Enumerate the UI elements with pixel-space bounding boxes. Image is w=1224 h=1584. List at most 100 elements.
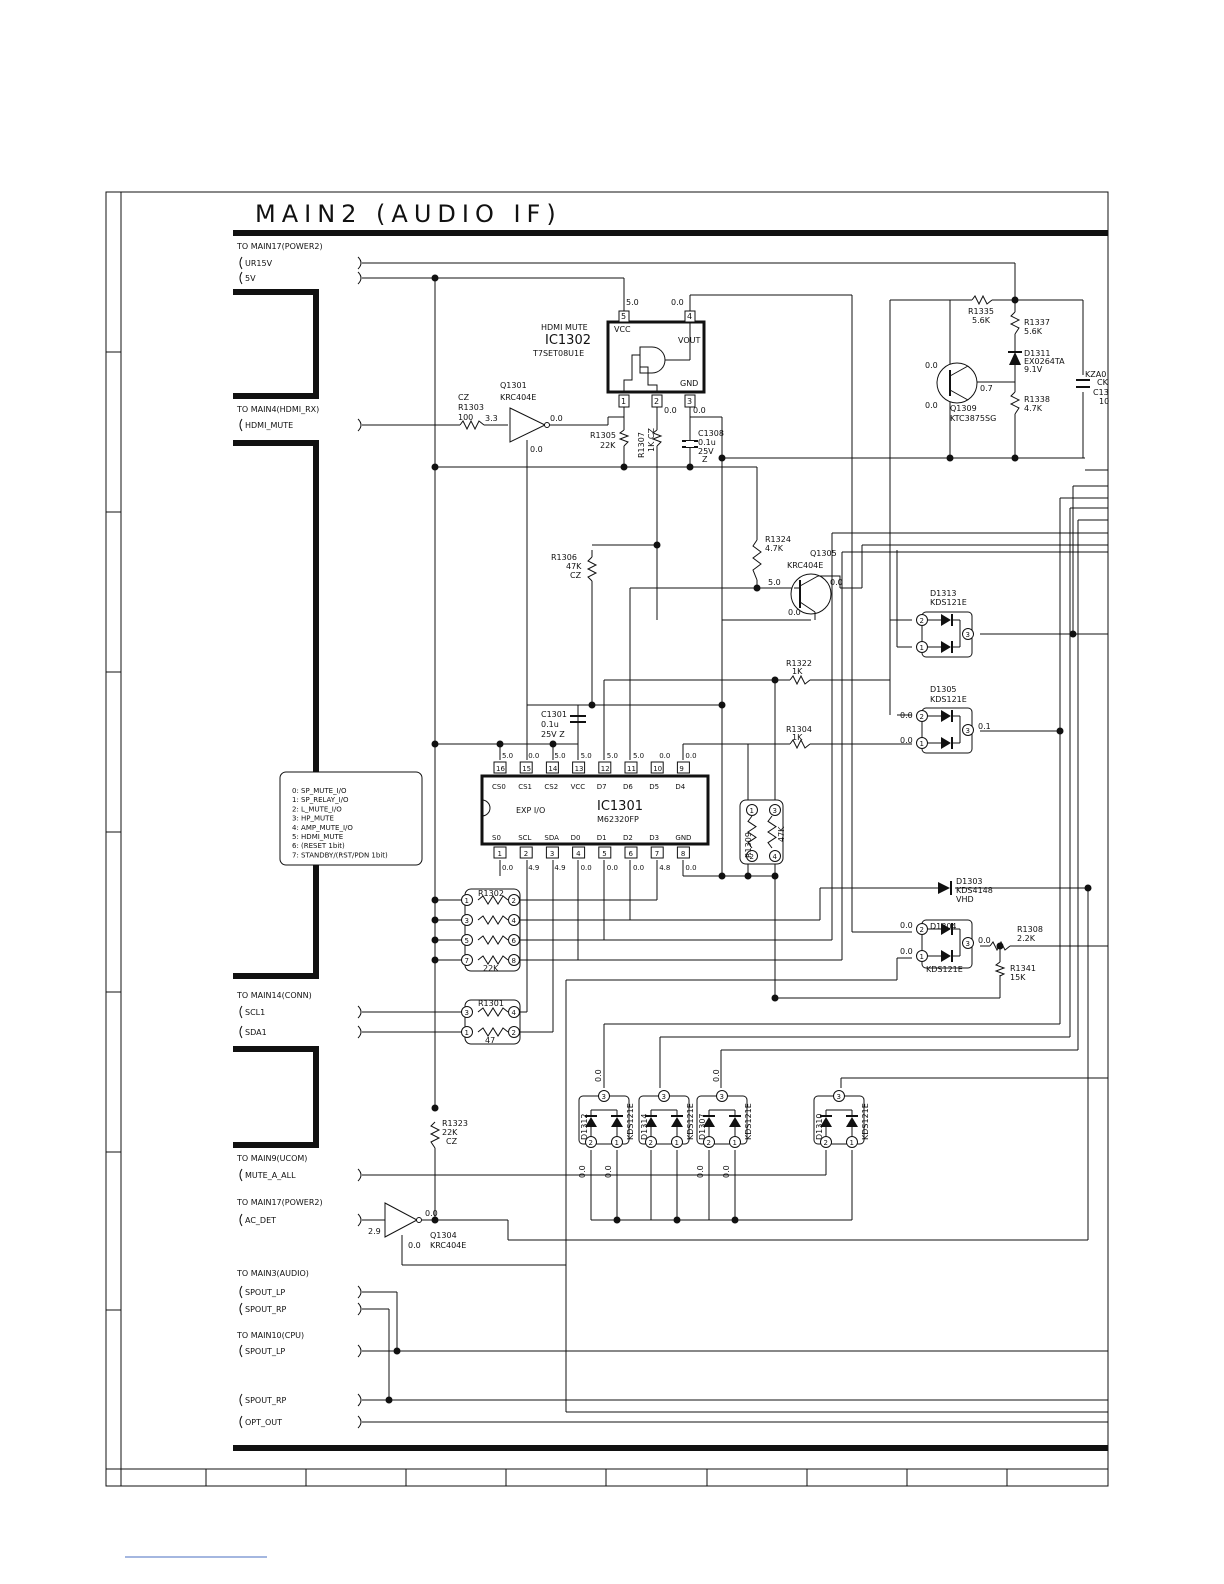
- heavy-borders: [233, 230, 1108, 1451]
- component-ref: R1308: [1017, 925, 1043, 934]
- pin-circle: [611, 1136, 623, 1148]
- pin-circle: [962, 937, 974, 949]
- component-ref: R1322: [786, 659, 812, 668]
- ic-pin: [676, 761, 690, 774]
- net-label: MUTE_A_ALL: [245, 1171, 296, 1180]
- voltage-label: 0.0: [594, 1069, 603, 1082]
- pin-circle: [508, 1006, 520, 1018]
- voltage-label: 0.0: [581, 864, 592, 872]
- ic-pin: [545, 761, 559, 774]
- pin-circle: [645, 1136, 657, 1148]
- pin-number: 3: [773, 807, 777, 815]
- pin-number: 4: [687, 312, 692, 321]
- pin-circle: [746, 804, 758, 816]
- component-value: 22K: [483, 964, 499, 973]
- component-value: 5.6K: [972, 316, 991, 325]
- diode-triangle: [941, 923, 951, 935]
- pin-circle: [508, 954, 520, 966]
- diode-triangle: [941, 641, 951, 653]
- voltage-label: 0.0: [578, 1165, 587, 1178]
- voltage-label: 0.0: [722, 1165, 731, 1178]
- pin-circle: [916, 614, 928, 626]
- pin-name: CS2: [544, 783, 558, 791]
- pin-number: 1: [465, 1029, 469, 1037]
- component-ref: D1314: [640, 1113, 649, 1140]
- diode-triangle: [846, 1117, 858, 1127]
- voltage-label: 0.0: [693, 406, 706, 415]
- pin-number: 15: [522, 765, 531, 773]
- component-value: 47: [485, 1036, 495, 1045]
- pin-name: D5: [649, 783, 659, 791]
- voltage-label: 5.0: [768, 578, 781, 587]
- ic-pin: [519, 761, 533, 774]
- voltage-label: 0.0: [425, 1209, 438, 1218]
- voltage-label: 2.9: [368, 1227, 381, 1236]
- component-part: CK: [1097, 378, 1109, 387]
- resistors: [429, 294, 1021, 1149]
- pin-number: 14: [548, 765, 557, 773]
- pin-number: 3: [837, 1093, 841, 1101]
- pin-number: 7: [655, 850, 659, 858]
- ic-pin: [519, 846, 533, 859]
- voltage-label: 0.0: [659, 752, 670, 760]
- dual-diode-symbol: 213: [916, 614, 974, 653]
- pin-name: D3: [649, 834, 659, 842]
- ic-reference: IC1302: [545, 333, 591, 348]
- component-part: KDS121E: [926, 965, 963, 974]
- component-ref: R1305: [590, 431, 616, 440]
- component-ref: D1303: [956, 877, 983, 886]
- voltage-label: 0.1: [978, 722, 991, 731]
- pin-number: 1: [920, 644, 924, 652]
- component-ref: Q1309: [950, 404, 977, 413]
- component-ref: C1301: [541, 710, 567, 719]
- voltage-label: 5.0: [581, 752, 592, 760]
- pin-name: CS1: [518, 783, 532, 791]
- voltage-label: 0.0: [550, 414, 563, 423]
- voltage-label: 3.3: [485, 414, 498, 423]
- pin-number: 16: [496, 765, 505, 773]
- component-value: 10: [1099, 397, 1109, 406]
- pin-number: 3: [687, 397, 692, 406]
- expander-bit-legend: 0: SP_MUTE_I/O1: SP_RELAY_I/O2: L_MUTE_I…: [279, 771, 423, 866]
- bottom-diode-voltages: 0.0 0.0 0.0 0.0: [578, 1165, 731, 1178]
- q1301-digital-transistor: Q1301 KRC404E 3.3 0.0 0.0: [485, 381, 563, 454]
- voltage-label: 0.0: [604, 1165, 613, 1178]
- pin-circle: [916, 641, 928, 653]
- diode-triangle: [941, 710, 951, 722]
- ic1301-bottom-pins: 1S00.02SCL4.93SDA4.94D00.05D10.06D20.07D…: [492, 834, 697, 872]
- connector-audio: TO MAIN3(AUDIO) SPOUT_LP SPOUT_RP: [236, 1269, 309, 1314]
- dual-diode-symbol: 213: [916, 710, 974, 749]
- component-value: 0.1u: [541, 720, 559, 729]
- ic-reference: IC1301: [597, 799, 643, 814]
- pin-number: 5: [602, 850, 606, 858]
- pin-number: 3: [550, 850, 554, 858]
- net-label: UR15V: [245, 259, 273, 268]
- pin-number: 4: [576, 850, 581, 858]
- voltage-label: 0.0: [900, 921, 913, 930]
- ic1301-exp-io: 16CS05.015CS10.014CS25.013VCC5.012D75.01…: [480, 752, 710, 872]
- pin-name: D7: [597, 783, 607, 791]
- ic1302-and-gate: 5 4 1 2 3 VCC VOUT GND HDMI MUTE IC1302 …: [532, 298, 706, 415]
- pin-circle: [461, 934, 473, 946]
- voltage-label: 0.0: [925, 361, 938, 370]
- pin-circle: [716, 1090, 728, 1102]
- voltage-label: 0.0: [788, 608, 801, 617]
- diode-triangle: [941, 614, 951, 626]
- component-ref: Q1301: [500, 381, 527, 390]
- connector-hdmi-rx: TO MAIN4(HDMI_RX) HDMI_MUTE: [236, 405, 319, 430]
- voltage-label: 5.0: [502, 752, 513, 760]
- component-ref: R1324: [765, 535, 791, 544]
- net-label: HDMI_MUTE: [245, 421, 293, 430]
- pin-number: 2: [649, 1139, 653, 1147]
- component-value: 22K: [600, 441, 616, 450]
- component-part: KDS121E: [861, 1103, 870, 1140]
- diode-d1313: 213 D1313 KDS121E: [916, 589, 974, 658]
- q1305-digital-transistor: Q1305 KRC404E 5.0 0.0 0.0: [768, 549, 843, 620]
- diode-d1303: D1303 KDS4148 VHD: [938, 877, 993, 904]
- pin-number: 2: [512, 1029, 516, 1037]
